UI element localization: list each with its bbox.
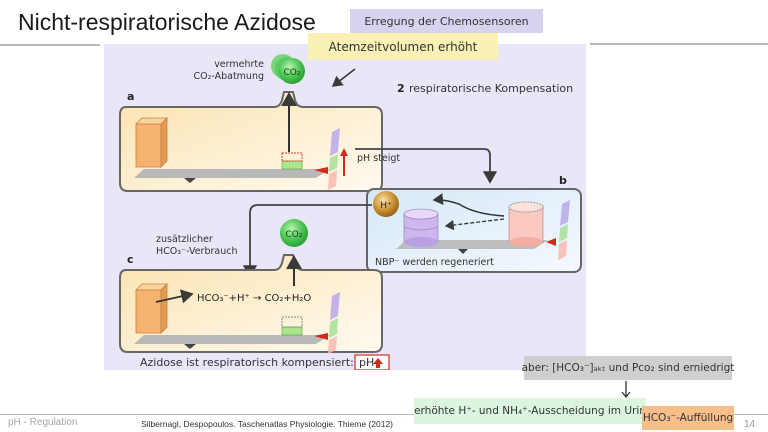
ph-rises-arrow xyxy=(355,148,498,184)
footer-divider-right xyxy=(734,414,768,415)
footer-divider xyxy=(0,414,414,415)
panel-b-caption: NBP⁻ werden regeneriert xyxy=(375,257,494,268)
chemosensor-callout: Erregung der Chemosensoren xyxy=(350,9,543,33)
slide-title: Nicht-respiratorische Azidose xyxy=(18,9,316,35)
heading-number: 2 xyxy=(397,82,405,95)
buffer-box-icon xyxy=(281,152,303,170)
minute-volume-callout: Atemzeitvolumen erhöht xyxy=(308,33,498,60)
urine-excretion-callout: erhöhte H⁺- und NH₄⁺-Ausscheidung im Uri… xyxy=(414,398,646,424)
extra-usage-line2: HCO₃⁻-Verbrauch xyxy=(156,246,237,257)
footer-topic: pH - Regulation xyxy=(8,417,78,428)
ph-pointer xyxy=(314,167,328,174)
buffer-regeneration-arrow xyxy=(444,218,505,231)
ph-rises-label: pH steigt xyxy=(357,153,400,164)
buffer-cylinder-icon xyxy=(403,208,439,247)
panel-c-box xyxy=(119,254,383,353)
reduced-values-callout: aber: [HCO₃⁻]ₐₖₜ und Pᴄᴏ₂ sind erniedrig… xyxy=(522,356,734,380)
buffer-box-icon-c xyxy=(281,316,303,336)
co2-bubble-c: CO₂ xyxy=(280,219,308,247)
acid-beaker-icon xyxy=(508,201,544,247)
reaction-equation: HCO₃⁻+H⁺ → CO₂+H₂O xyxy=(197,293,311,304)
ventilation-arrow xyxy=(331,68,356,87)
bicarbonate-release-arrow xyxy=(155,289,194,304)
co2-exhale-label-line1: vermehrte xyxy=(214,59,264,70)
co2-exhale-label-line2: CO₂-Abatmung xyxy=(193,71,264,82)
diagram-panel: a CO₂ vermehrte CO₂-Abatmung 2 respirato… xyxy=(104,44,586,371)
proton-transfer-arrow xyxy=(242,204,372,278)
proton-release-arrow xyxy=(432,193,505,217)
ph-up-arrow-badge xyxy=(373,358,383,368)
page-number: 14 xyxy=(744,419,756,430)
ph-scale-icon xyxy=(328,128,340,190)
panel-b-letter: b xyxy=(559,174,567,187)
title-divider-right xyxy=(590,43,768,45)
h-ion-bubble: H⁺ xyxy=(373,191,399,217)
panel-c-letter: c xyxy=(127,253,134,266)
cell-block-icon-c xyxy=(135,283,168,334)
ph-scale-icon-c xyxy=(328,292,340,354)
svg-text:CO₂: CO₂ xyxy=(286,230,303,240)
svg-text:CO₂: CO₂ xyxy=(284,68,301,78)
compensation-diagram: a CO₂ vermehrte CO₂-Abatmung 2 respirato… xyxy=(119,54,582,371)
down-arrow-icon xyxy=(621,381,631,399)
ph-scale-icon-b xyxy=(558,200,570,260)
extra-usage-line1: zusätzlicher xyxy=(156,234,213,245)
title-divider xyxy=(0,44,100,46)
svg-text:pH: pH xyxy=(359,356,374,369)
svg-text:H⁺: H⁺ xyxy=(380,201,392,211)
bicarbonate-refill-callout: HCO₃⁻-Auffüllung xyxy=(642,406,734,430)
ph-up-badge: pH xyxy=(354,354,390,371)
footer-citation: Silbernagl, Despopoulos. Taschenatlas Ph… xyxy=(141,419,394,429)
conclusion-text: Azidose ist respiratorisch kompensiert: xyxy=(140,356,354,369)
balance-plate xyxy=(134,169,330,178)
panel-a-letter: a xyxy=(127,90,134,103)
cell-block-icon xyxy=(135,117,168,168)
balance-pivot xyxy=(184,178,196,183)
co2-bubble-cluster: CO₂ xyxy=(271,54,305,84)
heading-text: respiratorische Kompensation xyxy=(409,82,573,95)
